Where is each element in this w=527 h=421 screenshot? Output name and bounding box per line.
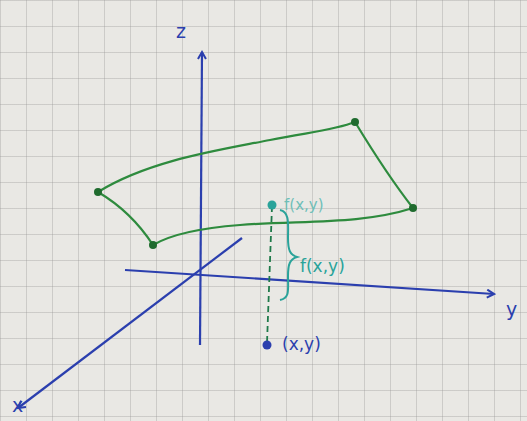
crossed-label: f(x,y) [284, 198, 324, 213]
corner-dot [94, 188, 102, 196]
function-label: f(x,y) [300, 258, 345, 275]
axis-label: z [176, 22, 186, 41]
corner-dot [409, 204, 417, 212]
height-line [267, 206, 272, 343]
surface-point [268, 201, 277, 210]
surface-outline [98, 122, 413, 245]
corner-dot [351, 118, 359, 126]
axis-label: y [506, 300, 517, 319]
axis-label: x [12, 396, 23, 415]
z-axis [200, 52, 202, 345]
point-label: (x,y) [282, 336, 321, 353]
domain-point [263, 341, 272, 350]
x-axis [18, 238, 242, 408]
corner-dot [149, 241, 157, 249]
height-brace [280, 210, 297, 300]
